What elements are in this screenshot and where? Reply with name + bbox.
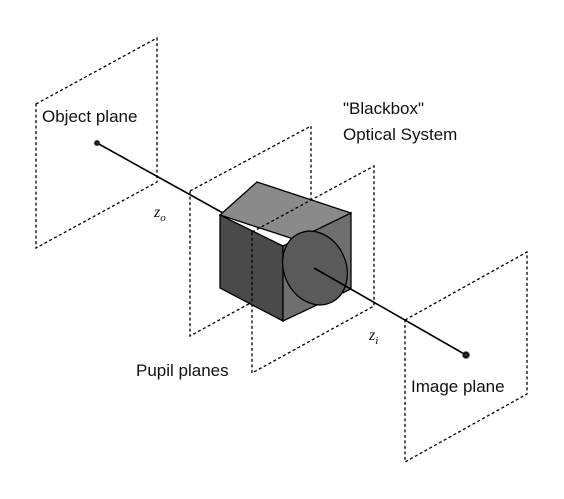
z-object-label: zo [154, 204, 166, 224]
z-image-label: zi [369, 327, 378, 347]
pupil-planes-label: Pupil planes [136, 361, 229, 380]
image-point [461, 350, 471, 360]
blackbox-label-line2: Optical System [343, 125, 458, 144]
object-plane-label: Object plane [42, 107, 138, 126]
object-point [93, 139, 101, 147]
image-plane [404, 250, 528, 464]
optical-axis-rear [313, 267, 467, 356]
optical-axis-front [96, 142, 233, 219]
z-object-subscript: o [160, 212, 166, 225]
pupil-plane-2 [251, 164, 375, 375]
z-object-base: z [154, 204, 161, 221]
z-image-base: z [369, 327, 376, 344]
blackbox-label-line1: "Blackbox" [343, 99, 425, 118]
z-image-subscript: i [375, 335, 379, 348]
object-plane [35, 36, 158, 250]
image-plane-label: Image plane [411, 377, 505, 396]
